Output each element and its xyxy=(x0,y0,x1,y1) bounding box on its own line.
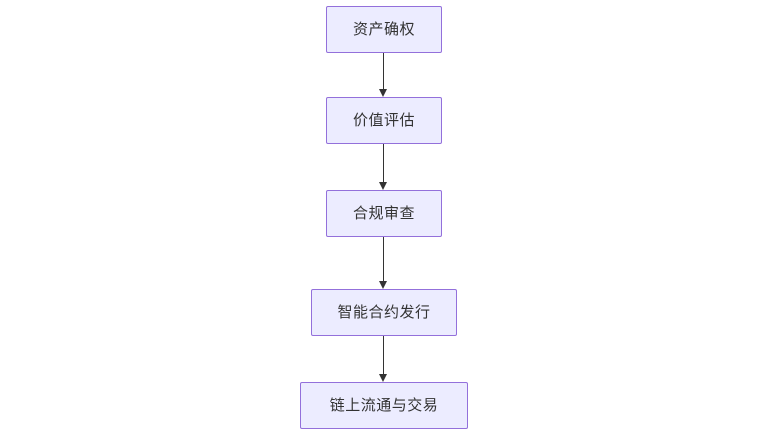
flow-node-smart-contract-issuance[interactable]: 智能合约发行 xyxy=(311,289,457,336)
flow-node-onchain-circulation[interactable]: 链上流通与交易 xyxy=(300,382,468,429)
flow-edge-n4-n5 xyxy=(383,336,384,376)
flow-node-value-assessment[interactable]: 价值评估 xyxy=(326,97,442,144)
flow-node-label: 链上流通与交易 xyxy=(329,396,439,414)
arrow-head-icon xyxy=(379,89,387,97)
flow-node-label: 合规审查 xyxy=(352,204,415,222)
flow-node-label: 智能合约发行 xyxy=(337,303,431,321)
arrow-head-icon xyxy=(379,374,387,382)
flow-node-label: 资产确权 xyxy=(352,20,415,38)
flow-edge-n2-n3 xyxy=(383,144,384,184)
flow-node-label: 价值评估 xyxy=(352,111,415,129)
flow-node-asset-rights[interactable]: 资产确权 xyxy=(326,6,442,53)
flow-edge-n3-n4 xyxy=(383,237,384,283)
flow-node-compliance-review[interactable]: 合规审查 xyxy=(326,190,442,237)
arrow-head-icon xyxy=(379,182,387,190)
arrow-head-icon xyxy=(379,281,387,289)
flow-edge-n1-n2 xyxy=(383,53,384,91)
